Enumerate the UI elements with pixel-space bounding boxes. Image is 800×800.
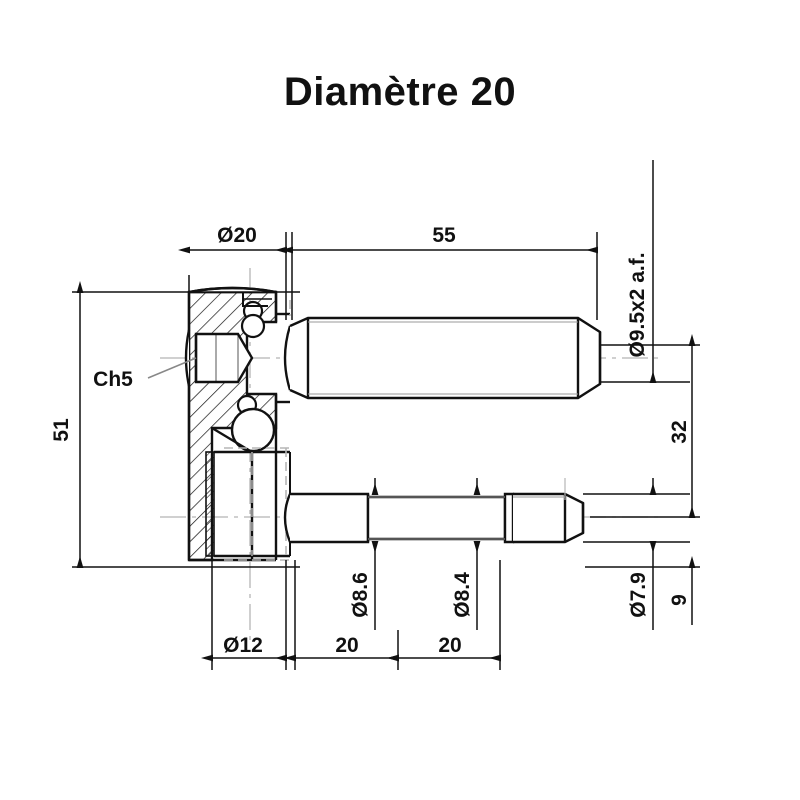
- upper-shaft: [283, 316, 602, 400]
- upper-shaft-boss: [276, 312, 290, 404]
- dimension-dia79: [583, 478, 690, 630]
- dimension-label-dia84: Ø8.4: [451, 572, 474, 618]
- hex-socket-detail: [184, 329, 254, 387]
- dimension-label-dia12: Ø12: [223, 634, 263, 657]
- dimension-step-20a: [284, 560, 399, 670]
- dimension-55: [281, 232, 598, 320]
- hidden-lines: [251, 300, 291, 556]
- dimension-51: [72, 281, 300, 568]
- dimension-label-dia86: Ø8.6: [349, 572, 372, 618]
- body-top-cap: [188, 286, 277, 294]
- dimension-label-55: 55: [432, 224, 456, 247]
- body-top-slot: [242, 292, 272, 307]
- dimension-label-step-20b: 20: [438, 634, 461, 657]
- dimension-label-dia79: Ø7.9: [627, 572, 650, 618]
- lower-stepped-shaft: [283, 492, 585, 544]
- dimension-label-32: 32: [668, 420, 691, 443]
- dimension-label-51: 51: [50, 418, 73, 442]
- leader-ch5: [147, 357, 197, 379]
- dimension-9: [585, 556, 700, 625]
- dimension-label-9: 9: [668, 594, 691, 606]
- page-title: Diamètre 20: [283, 70, 517, 114]
- dimension-label-dia20: Ø20: [217, 224, 257, 247]
- detent-balls: [230, 300, 276, 453]
- annotation-label-ch5: Ch5: [93, 368, 133, 391]
- dimension-dia12: [201, 560, 287, 670]
- dimension-32: [590, 334, 700, 518]
- dimension-label-step-20a: 20: [335, 634, 358, 657]
- dimension-step-20b: [387, 560, 501, 670]
- dimension-label-hex-socket: Ø9.5x2 a.f.: [626, 252, 649, 357]
